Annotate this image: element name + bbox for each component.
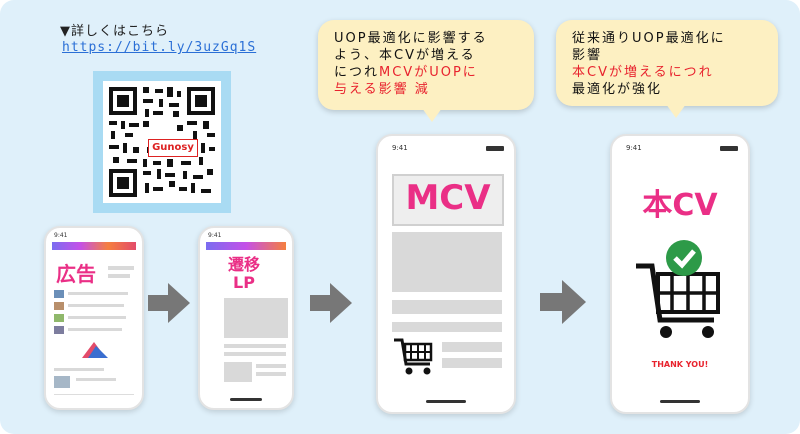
mcv-text-block — [442, 358, 502, 368]
feed-line — [54, 368, 104, 371]
feed-item-thumb — [54, 302, 64, 310]
status-time: 9:41 — [392, 144, 408, 152]
bubble-left-line3b: MCVがUOPに — [379, 65, 478, 80]
mcv-text-block — [392, 322, 502, 332]
bubble-right-line2: 影響 — [572, 48, 603, 63]
status-icons — [486, 146, 504, 151]
phone-landing-page: 9:41 遷移LP — [198, 226, 294, 410]
feed-line — [68, 328, 122, 331]
mcv-box — [392, 174, 504, 226]
shopping-cart-check-icon — [636, 240, 720, 338]
cv-label: 本CV — [642, 188, 718, 223]
qr-code: Gunosy — [93, 71, 231, 213]
bubble-right-line1: 従来通りUOP最適化に — [572, 31, 726, 46]
feed-line — [68, 304, 124, 307]
home-indicator — [660, 400, 700, 403]
home-indicator — [230, 398, 262, 401]
bubble-left-line4: 与える影響 減 — [334, 82, 430, 97]
qr-code-image: Gunosy — [103, 81, 221, 203]
speech-bubble-right: 従来通りUOP最適化に 影響 本CVが増えるにつれ 最適化が強化 — [556, 20, 778, 118]
feed-item-thumb — [54, 314, 64, 322]
feed-line — [68, 292, 128, 295]
lp-tab-bar — [206, 242, 286, 250]
mcv-text-block — [442, 342, 502, 352]
lp-image-block — [224, 362, 252, 382]
shopping-cart-icon — [394, 338, 433, 375]
feed-tab-bar — [52, 242, 136, 250]
home-indicator — [426, 400, 466, 403]
status-icons — [720, 146, 738, 151]
bubble-right-line3: 本CVが増えるにつれ — [572, 65, 714, 80]
lp-label: 遷移LP — [227, 255, 260, 292]
bubble-tail — [422, 108, 442, 122]
arrow-right-icon — [540, 280, 586, 324]
phone-cv: 9:41 本CV THANK YOU! — [610, 134, 750, 414]
speech-bubble-left: UOP最適化に影響する よう、本CVが増える につれMCVがUOPに 与える影響… — [318, 20, 534, 122]
qr-logo-label: Gunosy — [148, 139, 198, 157]
feed-item-thumb — [54, 376, 70, 388]
phone-ad-feed: 9:41 広告 — [44, 226, 144, 410]
arrow-right-icon — [148, 283, 190, 323]
ad-logo-icon — [82, 342, 108, 358]
bubble-right-line4: 最適化が強化 — [572, 82, 663, 97]
bubble-left-line2: よう、本CVが増える — [334, 48, 476, 63]
lp-line — [224, 344, 286, 348]
lp-line — [256, 372, 286, 376]
ad-label: 広告 — [56, 262, 96, 286]
mcv-image-block — [392, 232, 502, 292]
feed-line — [108, 274, 130, 278]
feed-line — [108, 266, 134, 270]
phone-mcv: 9:41 MCV — [376, 134, 516, 414]
mcv-label: MCV — [405, 178, 491, 218]
qr-note: ▼詳しくはこちら — [60, 24, 169, 39]
qr-pattern-icon — [109, 87, 215, 197]
feed-item-thumb — [54, 290, 64, 298]
bubble-left-line3a: につれ — [334, 65, 380, 80]
tab-bar-icons — [54, 394, 134, 403]
bubble-tail — [666, 104, 686, 118]
feed-item-thumb — [54, 326, 64, 334]
status-time: 9:41 — [54, 232, 68, 239]
lp-line — [224, 352, 286, 356]
feed-line — [76, 378, 116, 381]
qr-url-link[interactable]: https://bit.ly/3uzGq1S — [62, 40, 257, 55]
lp-line — [256, 364, 286, 368]
thank-you-text: THANK YOU! — [651, 360, 709, 369]
arrow-right-icon — [310, 283, 352, 323]
bubble-left-line1: UOP最適化に影響する — [334, 31, 488, 46]
status-time: 9:41 — [208, 232, 222, 239]
status-time: 9:41 — [626, 144, 642, 152]
mcv-text-block — [392, 300, 502, 314]
feed-line — [68, 316, 126, 319]
lp-image-block — [224, 298, 288, 338]
